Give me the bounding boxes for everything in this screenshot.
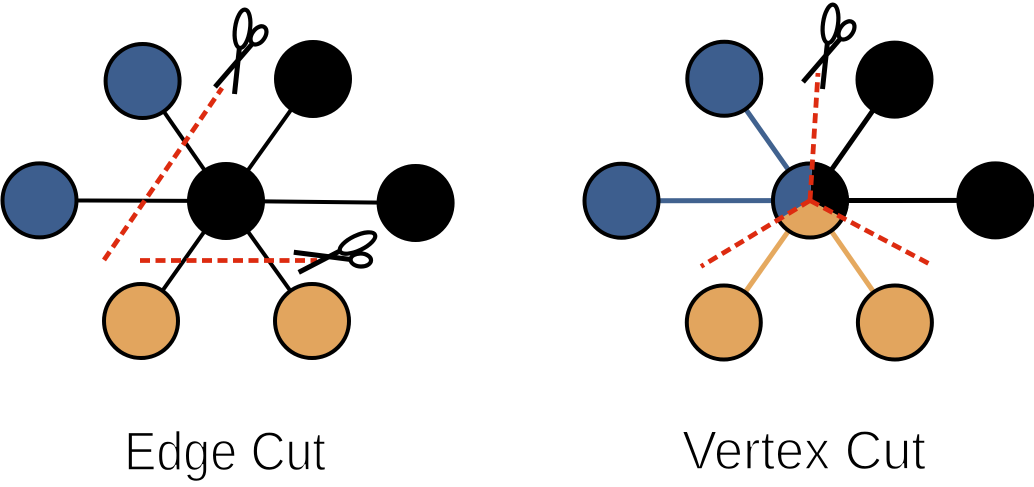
svg-text:Vertex Cut: Vertex Cut: [682, 420, 926, 482]
svg-text:Edge Cut: Edge Cut: [124, 420, 326, 482]
